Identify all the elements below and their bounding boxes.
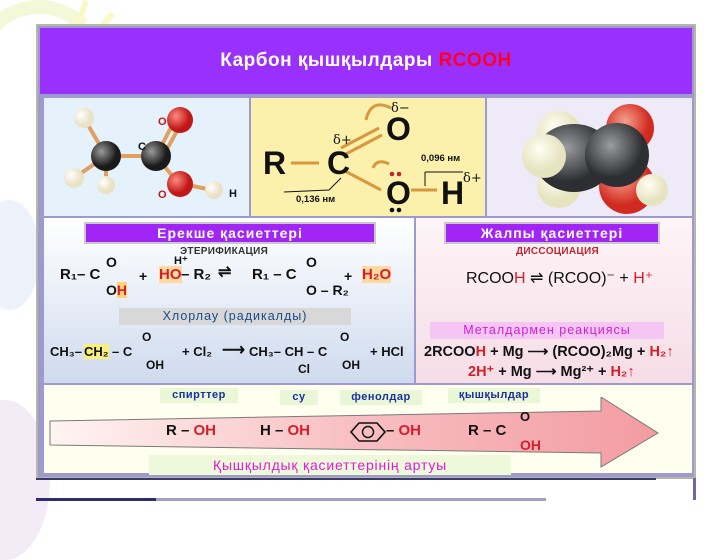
svg-text:δ+: δ+ [463, 171, 482, 186]
bond-length-co: 0,136 нм [296, 194, 335, 205]
svg-text:H: H [441, 175, 464, 211]
svg-text:C: C [138, 141, 146, 153]
reagent-cl2: + Cl₂ [182, 344, 212, 359]
compound-phenol: – OH [386, 422, 421, 439]
acidity-series-panel: спирттер су фенолдар қышқылдар R – OH H … [44, 385, 692, 475]
acidity-increase-label: Қышқылдық қасиеттерінің артуы [149, 455, 511, 475]
svg-text:R: R [263, 145, 286, 181]
title-bar: Карбон қышқылдары RCOOH [40, 28, 692, 94]
general-properties-panel: Жалпы қасиеттері ДИССОЦИАЦИЯ RCOOH ⇌ (RC… [416, 218, 692, 383]
space-filling-model-panel [487, 98, 692, 216]
eq2-hydrogen: H₂↑ [610, 364, 635, 380]
divider [693, 478, 696, 500]
dissociation-title: ДИССОЦИАЦИЯ [516, 246, 599, 257]
polarization-diagram-icon: R C O O H δ+ δ− δ+ 0,136 нм 0,096 нм [263, 101, 482, 213]
equilibrium-arrow-icon: ⇌ [525, 270, 548, 287]
product-cl: Cl [298, 362, 310, 376]
tag-water: су [280, 390, 318, 405]
hydroxyl-group: OH [287, 422, 311, 439]
reactant-acid-oh: OH [106, 282, 128, 298]
ball-stick-model-panel: O C O H [44, 98, 249, 216]
esterification-catalyst: H⁺ [174, 255, 188, 267]
svg-text:H: H [229, 188, 237, 200]
hydroxyl-group: OH [398, 422, 422, 439]
eq1-body: + Mg ⟶ (RCOO)₂Mg + [486, 344, 650, 360]
space-filling-molecule-icon [522, 104, 668, 214]
svg-text:O: O [158, 189, 167, 201]
product-ester: R₁ – C [252, 266, 297, 283]
dissociation-equation: RCOOH ⇌ (RCOO)⁻ + H⁺ [466, 268, 653, 288]
title-text: Карбон қышқылдары [220, 50, 439, 71]
compound-water: H – OH [260, 422, 310, 439]
reactant-c: – C [112, 344, 133, 359]
eq2-proton: 2H⁺ [468, 364, 495, 380]
equilibrium-arrow-icon: ⇌ [218, 264, 232, 281]
product-chain: CH₃– CH – C [249, 344, 328, 359]
svg-text:δ−: δ− [391, 101, 410, 116]
esterification-title: ЭТЕРИФИКАЦИЯ [180, 246, 269, 257]
compound-alcohol: R – OH [166, 422, 216, 439]
product-oh: OH [342, 358, 360, 372]
general-properties-heading: Жалпы қасиеттері [444, 222, 660, 244]
special-properties-heading: Ерекше қасиеттері [84, 222, 376, 244]
reactant-acid: R₁– C [60, 266, 101, 283]
hydroxyl-group: OH [193, 422, 217, 439]
hydroxyl-group: OH [520, 437, 541, 453]
plus-sign: + [344, 268, 353, 284]
product-ester-o: O [306, 254, 317, 270]
title-formula: RCOOH [438, 50, 512, 71]
eq1-hydrogen: H₂↑ [649, 344, 674, 360]
dissociation-left-h: H [514, 270, 526, 287]
svg-text:O: O [386, 175, 411, 211]
polarization-diagram-panel: R C O O H δ+ δ− δ+ 0,136 нм 0,096 нм [251, 98, 485, 216]
background-decoration [0, 200, 40, 310]
reaction-arrow-icon: ⟶ [222, 342, 245, 359]
eq2-body: + Mg ⟶ Mg²⁺ + [494, 364, 611, 380]
eq1-reactant-h: H [475, 344, 487, 360]
eq1-reactant: 2RCOO [424, 344, 476, 360]
product-water: H₂O [362, 266, 392, 283]
reactant-ch2: CH₂ [84, 344, 109, 359]
chlorination-label: Хлорлау (радикалды) [119, 308, 351, 325]
carbonyl-o: O [520, 409, 531, 424]
product-hcl: + HCl [370, 344, 404, 359]
reactant-alcohol-ho: HO [159, 266, 182, 283]
plus-sign: + [139, 268, 148, 284]
tag-alcohols: спирттер [160, 388, 238, 403]
divider [36, 498, 156, 501]
compound-prefix: H – [260, 422, 288, 439]
tag-phenols: фенолдар [340, 390, 422, 405]
metal-equation-2: 2H⁺ + Mg ⟶ Mg²⁺ + H₂↑ [468, 364, 635, 380]
metal-equation-1: 2RCOOH + Mg ⟶ (RCOO)₂Mg + H₂↑ [424, 344, 674, 360]
product-ester-or: O – R₂ [306, 282, 349, 298]
reactant-o: O [142, 330, 152, 344]
compound-prefix: – [386, 422, 399, 439]
metal-reaction-label: Металдармен реакциясы [430, 322, 664, 339]
reactant-acid-o: O [106, 254, 117, 270]
compound-prefix: R – [166, 422, 194, 439]
reactant-ch3: CH₃– [50, 344, 83, 359]
reactant-oh: OH [146, 358, 164, 372]
svg-text:C: C [327, 145, 350, 181]
reactant-alcohol-r: – R₂ [181, 266, 212, 283]
special-properties-panel: Ерекше қасиеттері ЭТЕРИФИКАЦИЯ H⁺ R₁– C … [44, 218, 414, 383]
increase-arrow-icon [49, 397, 659, 468]
compound-prefix: R – C [468, 422, 507, 439]
page-title: Карбон қышқылдары RCOOH [220, 50, 511, 72]
ball-stick-molecule-icon: O C O H [64, 107, 237, 201]
dissociation-right-h: H⁺ [633, 270, 654, 287]
benzene-ring-icon [350, 422, 386, 442]
divider [36, 478, 656, 480]
svg-text:O: O [158, 116, 167, 128]
bond-length-oh: 0,096 нм [421, 153, 460, 164]
dissociation-left: RCOO [466, 270, 514, 287]
tag-acids: қышқылдар [448, 388, 540, 403]
dissociation-right: (RCOO)⁻ + [547, 270, 634, 287]
product-o: O [340, 330, 350, 344]
svg-text:O: O [386, 111, 411, 147]
divider [36, 498, 546, 501]
svg-text:δ+: δ+ [333, 133, 352, 148]
